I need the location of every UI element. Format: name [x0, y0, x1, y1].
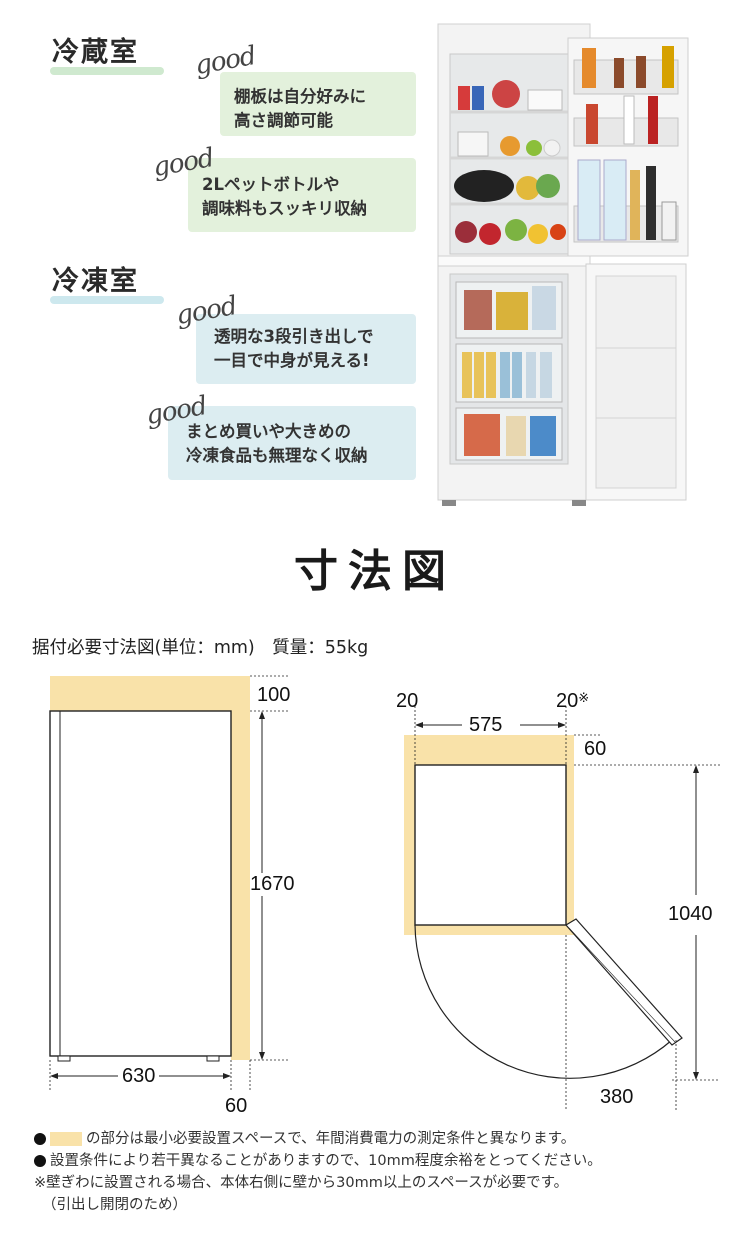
- note-text: 設置条件により若干異なることがありますので、10mm程度余裕をとってください。: [50, 1153, 602, 1169]
- bullet-icon: [34, 1133, 46, 1145]
- feature-text: 2Lペットボトルや 調味料もスッキリ収納: [202, 175, 367, 218]
- top-back-clearance-label: 60: [584, 738, 607, 760]
- feature-callout-bottles: 2Lペットボトルや 調味料もスッキリ収納: [188, 158, 416, 232]
- note-text: の部分は最小必要設置スペースで、年間消費電力の測定条件と異なります。: [86, 1131, 576, 1147]
- freezer-section-title: 冷凍室: [52, 266, 139, 297]
- top-clearance-back: [404, 735, 568, 765]
- note-3: ※壁ぎわに設置される場合、本体右側に壁から30mm以上のスペースが必要です。: [34, 1172, 602, 1194]
- front-width-label: 630: [118, 1065, 160, 1088]
- bullet-icon: [34, 1155, 46, 1167]
- front-fridge-outline: [49, 710, 232, 1057]
- door-swing-arc: [414, 924, 673, 1079]
- top-right-clearance-label: 20※: [556, 690, 589, 713]
- note-2: 設置条件により若干異なることがありますので、10mm程度余裕をとってください。: [34, 1150, 602, 1172]
- front-clearance-top: [50, 676, 250, 711]
- refrigerator-photo: [437, 23, 689, 506]
- feature-callout-bulk: まとめ買いや大きめの 冷凍食品も無理なく収納: [168, 406, 416, 480]
- top-width-label: 575: [469, 714, 503, 736]
- top-fridge-outline: [414, 764, 567, 926]
- dimensions-subtitle: 据付必要寸法図(単位：mm) 質量：55kg: [32, 638, 369, 658]
- notes: の部分は最小必要設置スペースで、年間消費電力の測定条件と異なります。 設置条件に…: [34, 1128, 602, 1216]
- open-door: [565, 918, 683, 1046]
- note-text: （引出し開閉のため）: [42, 1197, 187, 1213]
- fridge-section-title: 冷蔵室: [52, 37, 139, 68]
- feature-text: 棚板は自分好みに 高さ調節可能: [234, 87, 366, 130]
- top-left-clearance-label: 20: [396, 690, 419, 712]
- dimensions-title: 寸法図: [294, 546, 456, 597]
- note-1: の部分は最小必要設置スペースで、年間消費電力の測定条件と異なります。: [34, 1128, 602, 1150]
- front-height-label: 1670: [250, 873, 295, 896]
- top-clearance-left: [404, 735, 415, 935]
- front-side-clearance-label: 60: [225, 1095, 248, 1117]
- front-clearance-side: [231, 676, 250, 1060]
- top-right-clearance-value: 20: [556, 690, 579, 712]
- top-depth-label: 1040: [668, 903, 713, 925]
- feature-text: 透明な3段引き出しで 一目で中身が見える!: [214, 327, 374, 370]
- freezer-title-underline: [50, 296, 164, 304]
- top-clearance-right: [566, 735, 574, 935]
- fridge-title-underline: [50, 67, 164, 75]
- feature-callout-shelves: 棚板は自分好みに 高さ調節可能: [220, 72, 416, 136]
- note-4: （引出し開閉のため）: [34, 1194, 602, 1216]
- front-top-clearance-label: 100: [257, 684, 291, 706]
- clearance-swatch: [50, 1132, 82, 1146]
- feature-text: まとめ買いや大きめの 冷凍食品も無理なく収納: [186, 422, 368, 465]
- note-text: ※壁ぎわに設置される場合、本体右側に壁から30mm以上のスペースが必要です。: [34, 1175, 569, 1191]
- door-swing-label: 380: [600, 1086, 634, 1108]
- note-mark: ※: [578, 690, 590, 705]
- feature-callout-drawers: 透明な3段引き出しで 一目で中身が見える!: [196, 314, 416, 384]
